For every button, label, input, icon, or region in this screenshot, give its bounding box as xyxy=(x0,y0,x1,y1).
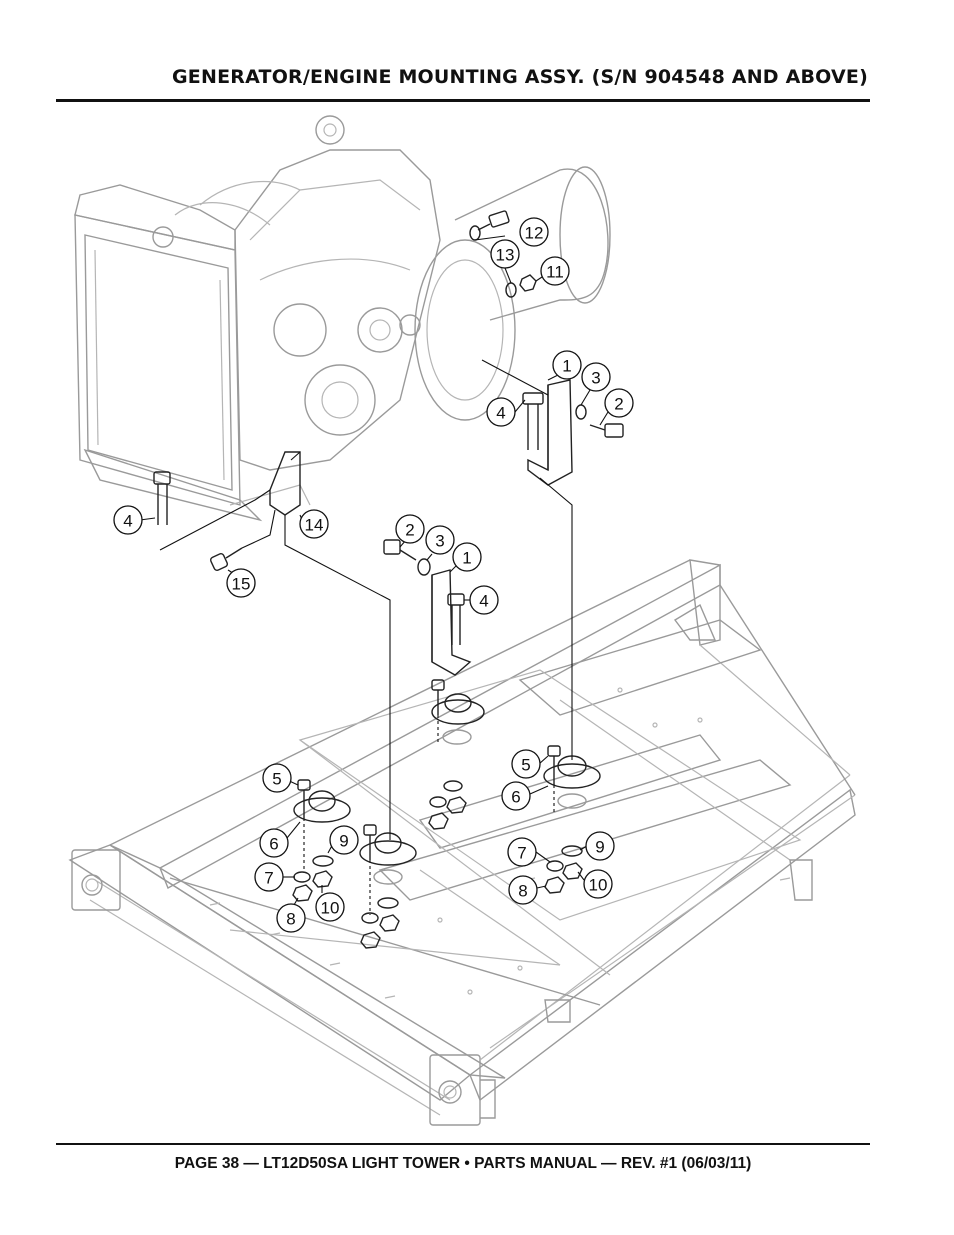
callout-4: 4 xyxy=(113,505,143,535)
callout-number: 7 xyxy=(517,844,526,863)
trailer-frame xyxy=(68,559,856,1126)
callout-2: 2 xyxy=(395,514,425,544)
callout-number: 7 xyxy=(264,869,273,888)
page-footer: PAGE 38 — LT12D50SA LIGHT TOWER • PARTS … xyxy=(174,1155,752,1172)
callout-11: 11 xyxy=(540,256,570,286)
callout-number: 8 xyxy=(286,910,295,929)
callout-9: 9 xyxy=(585,831,615,861)
callout-8: 8 xyxy=(508,875,538,905)
callout-number: 8 xyxy=(518,882,527,901)
callout-number: 1 xyxy=(462,549,471,568)
footer-rule xyxy=(56,1143,870,1145)
callout-12: 12 xyxy=(519,217,549,247)
callout-5: 5 xyxy=(262,763,292,793)
callout-number: 3 xyxy=(591,369,600,388)
callout-number: 9 xyxy=(595,838,604,857)
callout-1: 1 xyxy=(452,542,482,572)
callout-number: 2 xyxy=(614,395,623,414)
callout-2: 2 xyxy=(604,388,634,418)
callout-number: 1 xyxy=(562,357,571,376)
callout-3: 3 xyxy=(425,525,455,555)
page-title: GENERATOR/ENGINE MOUNTING ASSY. (S/N 904… xyxy=(172,66,868,88)
callout-number: 14 xyxy=(305,516,324,535)
callout-number: 2 xyxy=(405,521,414,540)
callout-number: 13 xyxy=(496,246,515,265)
callout-4: 4 xyxy=(469,585,499,615)
header-rule xyxy=(56,99,870,102)
callout-7: 7 xyxy=(507,837,537,867)
callout-number: 11 xyxy=(546,263,564,282)
callout-number: 15 xyxy=(232,575,251,594)
callout-15: 15 xyxy=(226,568,256,598)
callout-5: 5 xyxy=(511,749,541,779)
callout-number: 6 xyxy=(269,835,278,854)
callout-6: 6 xyxy=(501,781,531,811)
callout-14: 14 xyxy=(299,509,329,539)
callout-6: 6 xyxy=(259,828,289,858)
hardware-parts xyxy=(153,210,624,949)
callout-number: 10 xyxy=(589,876,608,895)
callout-10: 10 xyxy=(583,869,613,899)
callout-number: 4 xyxy=(496,404,505,423)
callout-4: 4 xyxy=(486,397,516,427)
callout-9: 9 xyxy=(329,825,359,855)
callout-number: 4 xyxy=(479,592,488,611)
callout-number: 9 xyxy=(339,832,348,851)
engine-generator xyxy=(74,115,611,522)
callout-13: 13 xyxy=(490,239,520,269)
callout-1: 1 xyxy=(552,350,582,380)
callout-3: 3 xyxy=(581,362,611,392)
callout-number: 6 xyxy=(511,788,520,807)
callout-number: 5 xyxy=(521,756,530,775)
callout-number: 12 xyxy=(525,224,544,243)
callout-8: 8 xyxy=(276,903,306,933)
callout-number: 4 xyxy=(123,512,132,531)
callout-7: 7 xyxy=(254,862,284,892)
callout-number: 10 xyxy=(321,899,340,918)
callout-10: 10 xyxy=(315,892,345,922)
callout-number: 5 xyxy=(272,770,281,789)
callout-number: 3 xyxy=(435,532,444,551)
